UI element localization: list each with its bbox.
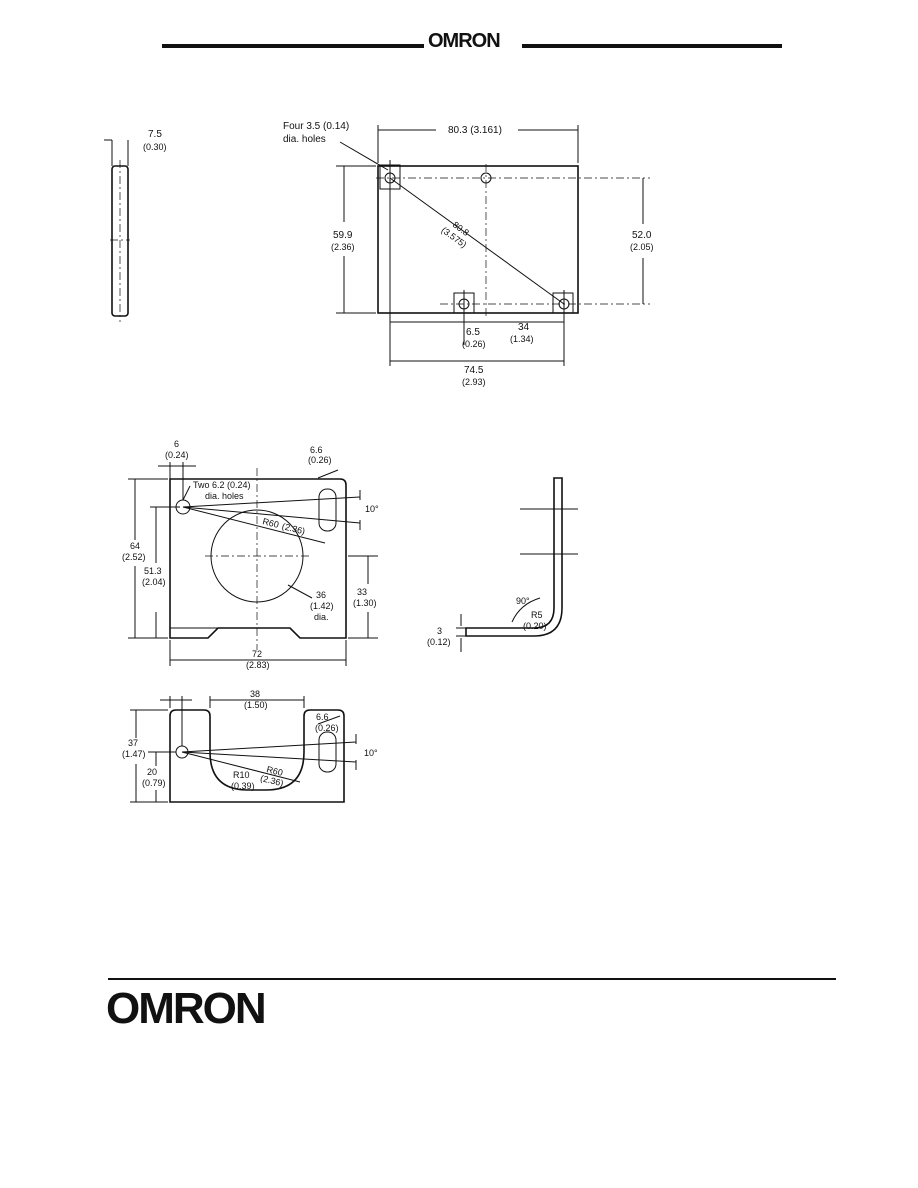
d-slot: 6.6 [316, 712, 329, 722]
a-height-in: (2.36) [331, 242, 355, 252]
a-thickness-in: (0.30) [143, 142, 167, 152]
c-bend-angle: 90° [516, 596, 530, 606]
c-bend-r-in: (0.20) [523, 621, 547, 631]
drawing-a-front-view: 80.3 (3.161) Four 3.5 (0.14) dia. holes … [283, 121, 654, 387]
header-logo: OMRON [428, 30, 501, 52]
b-side: 33 [357, 587, 367, 597]
d-slot-in: (0.26) [315, 723, 339, 733]
d-corner-in: (0.39) [231, 781, 255, 791]
d-height-in: (1.47) [122, 749, 146, 759]
a-offset: 6.5 [466, 327, 480, 338]
a-overall: 74.5 [464, 365, 484, 376]
a-height: 59.9 [333, 230, 353, 241]
b-inner: 51.3 [144, 566, 162, 576]
b-circle-dia: dia. [314, 612, 329, 622]
b-circle: 36 [316, 590, 326, 600]
b-width: 72 [252, 649, 262, 659]
d-corner: R10 [233, 770, 250, 780]
a-pitch-v-in: (2.05) [630, 242, 654, 252]
drawing-a-side-view: 7.5 (0.30) [104, 129, 167, 322]
d-radius: R60 [266, 764, 284, 778]
drawing-d-bracket: 10° R60 (2.36) R10 (0.39) 38 (1.50) 6.6 … [122, 689, 378, 803]
b-slot-in: (0.26) [308, 455, 332, 465]
b-edge: 6 [174, 439, 179, 449]
d-lower: 20 [147, 767, 157, 777]
footer-rule [108, 978, 836, 980]
a-pitch-h: 34 [518, 322, 530, 333]
b-slot: 6.6 [310, 445, 323, 455]
b-circle-in: (1.42) [310, 601, 334, 611]
b-width-in: (2.83) [246, 660, 270, 670]
d-lower-in: (0.79) [142, 778, 166, 788]
d-slot-w: 38 [250, 689, 260, 699]
b-inner-in: (2.04) [142, 577, 166, 587]
a-thickness: 7.5 [148, 129, 162, 140]
header-rule-right [522, 44, 782, 48]
a-width: 80.3 (3.161) [448, 125, 502, 136]
a-overall-in: (2.93) [462, 377, 486, 387]
b-side-in: (1.30) [353, 598, 377, 608]
c-thick: 3 [437, 626, 442, 636]
b-height: 64 [130, 541, 140, 551]
a-pitch-h-in: (1.34) [510, 334, 534, 344]
a-pitch-v: 52.0 [632, 230, 652, 241]
b-holes-2: dia. holes [205, 491, 244, 501]
b-height-in: (2.52) [122, 552, 146, 562]
drawing-c-l-profile: 90° R5 (0.20) 3 (0.12) [427, 477, 578, 652]
c-thick-in: (0.12) [427, 637, 451, 647]
a-holes-note-2: dia. holes [283, 134, 326, 145]
d-angle: 10° [364, 748, 378, 758]
b-radius: R60 [262, 516, 280, 530]
a-holes-note-1: Four 3.5 (0.14) [283, 121, 349, 132]
b-angle: 10° [365, 504, 379, 514]
b-radius-in: (2.36) [281, 521, 306, 536]
c-bend-r: R5 [531, 610, 543, 620]
drawing-b-bracket: 10° R60 (2.36) 6 (0.24) Two 6.2 (0.24) d… [122, 439, 379, 670]
footer-logo: OMRON [106, 984, 267, 1033]
d-slot-w-in: (1.50) [244, 700, 268, 710]
a-offset-in: (0.26) [462, 339, 486, 349]
d-height: 37 [128, 738, 138, 748]
b-edge-in: (0.24) [165, 450, 189, 460]
b-holes-1: Two 6.2 (0.24) [193, 480, 251, 490]
header-rule-left [162, 44, 424, 48]
